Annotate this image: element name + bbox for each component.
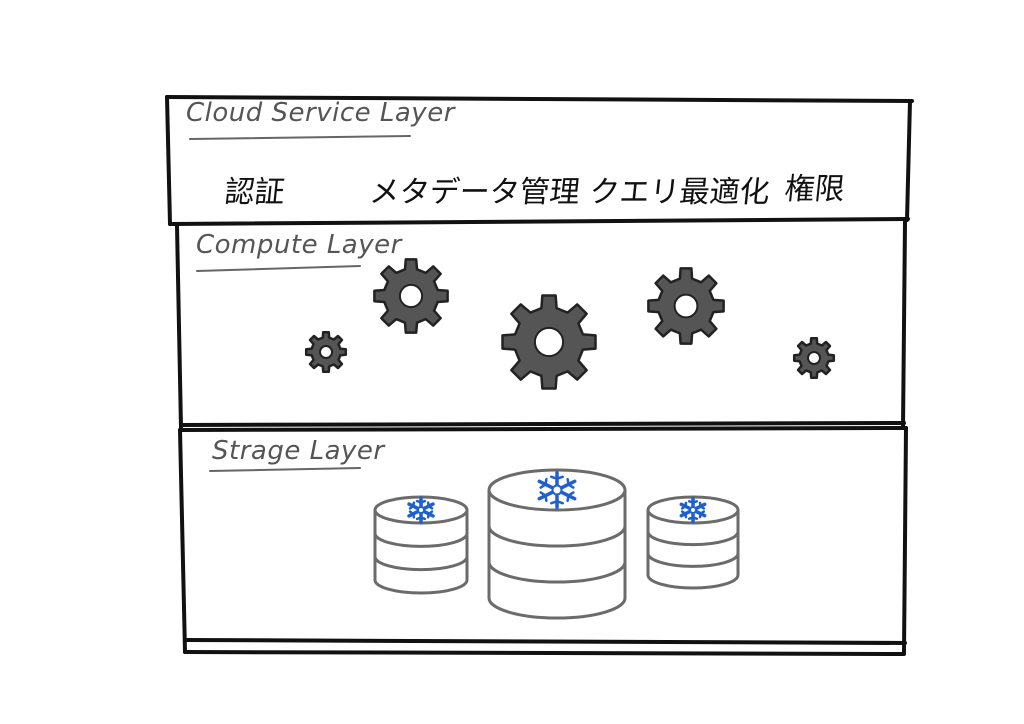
compute-layer-title: Compute Layer [196, 230, 402, 260]
snowflake-icon [537, 470, 577, 510]
snowflake-icon [407, 496, 435, 524]
gear-icon [792, 336, 836, 380]
database-disk-icon [646, 495, 740, 590]
database-disk-icon [373, 495, 469, 595]
storage-layer-title: Strage Layer [212, 436, 385, 466]
gear-icon [373, 258, 449, 334]
compute-gears [304, 258, 836, 390]
gear-icon [304, 330, 348, 374]
snowflake-icon [679, 496, 707, 524]
feature-metadata-management: メタデータ管理 [367, 175, 582, 210]
feature-query-optimization: クエリ最適化 [587, 175, 772, 210]
feature-permissions: 権限 [782, 172, 847, 207]
storage-frame [178, 426, 908, 656]
compute-frame [175, 220, 907, 430]
cloud-service-layer-title: Cloud Service Layer [186, 98, 455, 128]
feature-authentication: 認証 [222, 175, 287, 210]
storage-disks [373, 468, 740, 620]
outer-frame [165, 95, 914, 226]
gear-icon [501, 294, 597, 390]
title-underlines [189, 135, 411, 472]
gear-icon [647, 267, 725, 345]
database-disk-icon [487, 468, 627, 620]
